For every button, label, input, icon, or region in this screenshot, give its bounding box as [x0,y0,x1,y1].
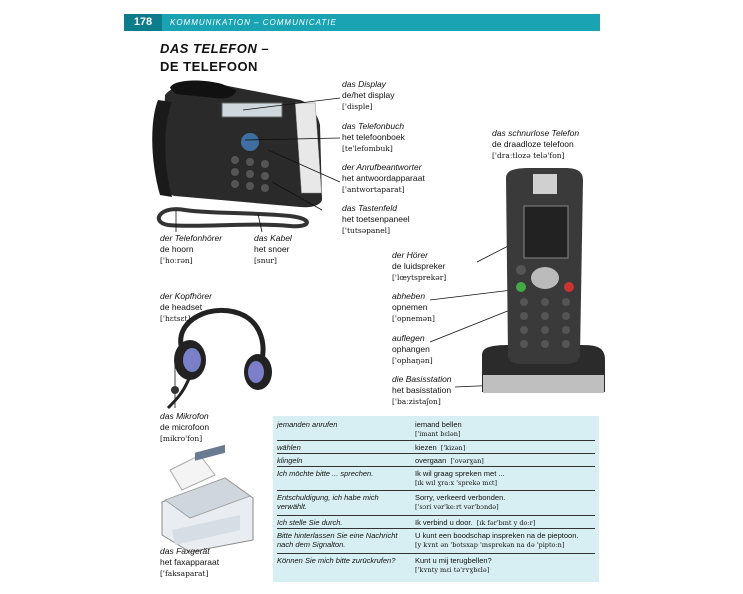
table-row: Entschuldigung, ich habe mich verwählt. … [277,492,595,516]
table-row: Können Sie mich bitte zurückrufen? Kunt … [277,556,492,574]
phrase-table: jemanden anrufen iemand bellen['imant bɛ… [273,416,599,582]
label-keypad: das Tastenfeld het toetsenpaneel ['tutsə… [342,203,410,235]
cordless-phone-image [482,168,605,393]
label-fax: das Faxgerät het faxapparaat ['faksapara… [160,546,220,578]
label-microphone: das Mikrofon de microfoon [mikro'fon] [160,411,210,443]
label-base-station: die Basisstation het basisstation ['baːz… [392,374,452,406]
label-phonebook: das Telefonbuch het telefoonboek [te'lef… [342,121,405,153]
label-answering-machine: der Anrufbeantworter het antwoordapparaa… [342,162,425,194]
table-row: wählen kiezen ['kizən] [277,442,595,454]
label-answer: abheben opnemen ['opnemən] [392,291,435,323]
label-cordless-phone: das schnurlose Telefon de draadloze tele… [492,128,580,160]
label-display: das Display de/het display ['disple] [342,79,395,111]
page-number: 178 [124,14,162,31]
label-cable: das Kabel het snoer [snur] [254,233,292,265]
section-title: KOMMUNIKATION – COMMUNICATIE [170,18,337,27]
title-nl: DE TELEFOON [160,59,258,74]
title-de: DAS TELEFON – [160,41,270,56]
label-hangup: auflegen ophangen ['ophaŋən] [392,333,433,365]
desk-phone-image [152,80,322,229]
label-receiver: der Telefonhörer de hoorn ['hoːrən] [160,233,223,265]
headset-image [166,307,272,410]
table-row: Ich stelle Sie durch. Ik verbind u door.… [277,517,595,529]
label-headphones: der Kopfhörer de headset ['hɛtsɛt] [160,291,212,323]
label-handset: der Hörer de luidspreker ['lœytsprekər] [392,250,447,282]
table-row: jemanden anrufen iemand bellen['imant bɛ… [277,419,595,441]
table-row: klingeln overgaan ['ovərɣan] [277,455,595,467]
table-row: Bitte hinterlassen Sie eine Nachricht na… [277,530,595,554]
page-header: 178 KOMMUNIKATION – COMMUNICATIE [124,14,600,31]
fax-machine-image [161,444,254,553]
page-title: DAS TELEFON – DE TELEFOON [160,40,269,76]
table-row: Ich möchte bitte ... sprechen. Ik wil gr… [277,468,595,491]
